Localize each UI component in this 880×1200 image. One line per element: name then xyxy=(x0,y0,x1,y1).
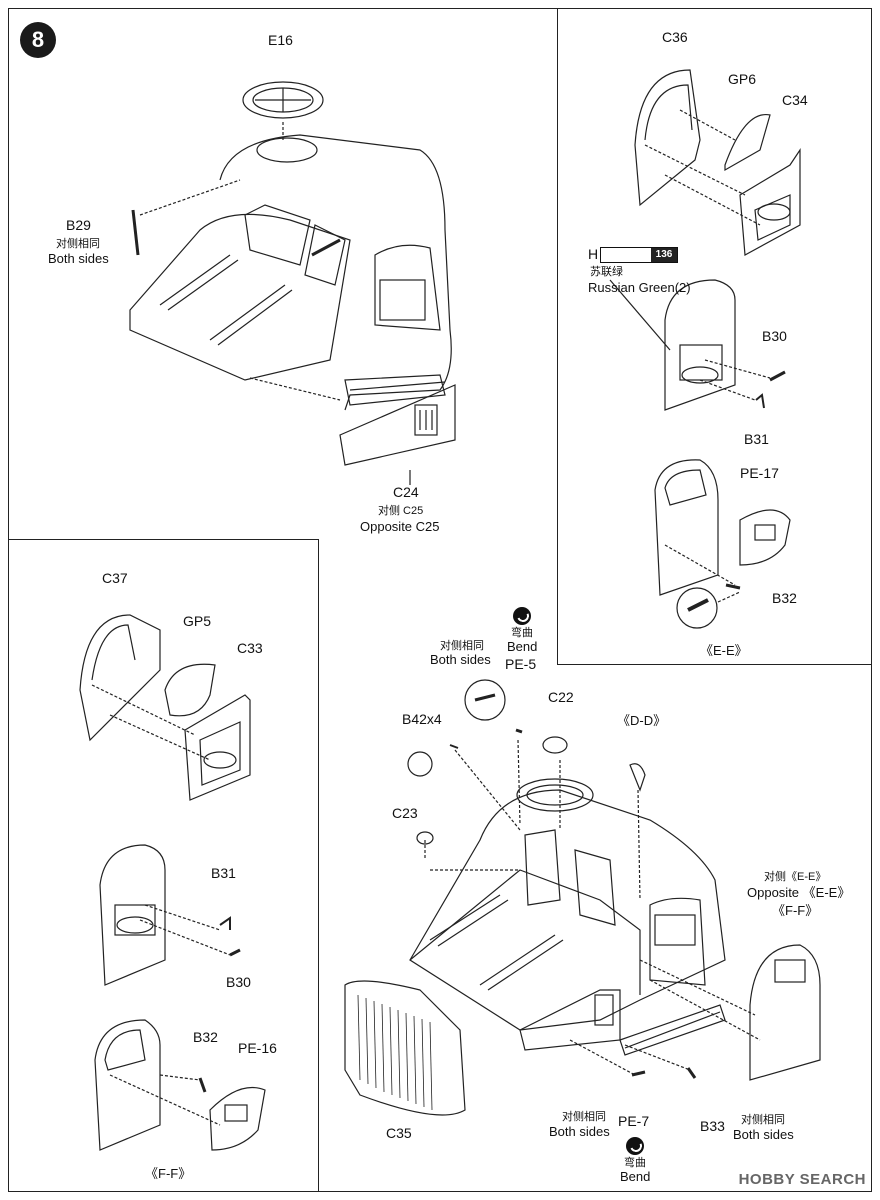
label-c37: C37 xyxy=(102,570,128,586)
label-paint-prefix: H xyxy=(588,246,599,262)
label-c22: C22 xyxy=(548,689,574,705)
label-pe17: PE-17 xyxy=(740,465,779,481)
step-number-badge: 8 xyxy=(20,22,56,58)
label-ff-caption: 《F-F》 xyxy=(145,1166,192,1181)
watermark: HOBBY SEARCH xyxy=(738,1171,866,1188)
bend-icon-top xyxy=(513,607,531,625)
label-b29-en: Both sides xyxy=(48,251,109,266)
label-b42: B42x4 xyxy=(402,711,442,727)
label-c34: C34 xyxy=(782,92,808,108)
label-gp5: GP5 xyxy=(183,613,212,629)
paint-code-swatch: 136 xyxy=(651,248,677,262)
label-pe5: PE-5 xyxy=(505,656,537,672)
label-b31-ee: B31 xyxy=(744,431,769,447)
label-gp6: GP6 xyxy=(728,71,757,87)
label-b32-ff: B32 xyxy=(193,1029,218,1045)
label-c24-en: Opposite C25 xyxy=(360,519,440,534)
label-b30-ee: B30 xyxy=(762,328,787,344)
label-pe16: PE-16 xyxy=(238,1040,277,1056)
label-pe7-cn: 对侧相同 xyxy=(562,1111,606,1123)
label-ee-caption: 《E-E》 xyxy=(700,643,748,658)
label-b31-ff: B31 xyxy=(211,865,236,881)
label-c35: C35 xyxy=(386,1125,412,1141)
bend-icon-bottom xyxy=(626,1137,644,1155)
ee-panel xyxy=(557,8,872,665)
label-b33-en: Both sides xyxy=(733,1127,794,1142)
label-c24: C24 xyxy=(393,484,419,500)
label-opp-ee-en: Opposite 《E-E》 xyxy=(747,885,851,900)
label-b32-ee: B32 xyxy=(772,590,797,606)
label-c23: C23 xyxy=(392,805,418,821)
ff-panel xyxy=(8,539,319,1192)
label-e16: E16 xyxy=(268,32,293,48)
label-c36: C36 xyxy=(662,29,688,45)
label-c24-cn: 对侧 C25 xyxy=(378,505,424,517)
label-pe5-en: Both sides xyxy=(430,652,491,667)
label-bend-cn-bottom: 弯曲 xyxy=(624,1157,646,1169)
label-pe7-en: Both sides xyxy=(549,1124,610,1139)
label-c33: C33 xyxy=(237,640,263,656)
label-pe7: PE-7 xyxy=(618,1113,650,1129)
label-bend-en-top: Bend xyxy=(507,639,538,654)
paint-color-box: 136 xyxy=(600,247,678,263)
label-dd-caption: 《D-D》 xyxy=(617,713,667,728)
label-b33-cn: 对侧相同 xyxy=(741,1114,785,1126)
label-bend-cn-top: 弯曲 xyxy=(511,627,533,639)
label-b30-ff: B30 xyxy=(226,974,251,990)
label-bend-en-bottom: Bend xyxy=(620,1169,651,1184)
label-b33: B33 xyxy=(700,1118,725,1134)
label-paint-cn: 苏联绿 xyxy=(590,266,623,278)
label-pe5-cn: 对侧相同 xyxy=(440,640,484,652)
label-b29-cn: 对侧相同 xyxy=(56,238,100,250)
label-ff-right: 《F-F》 xyxy=(772,903,819,918)
label-opp-ee-cn: 对侧《E-E》 xyxy=(764,871,827,883)
label-paint-en: Russian Green(2) xyxy=(588,280,691,295)
label-b29: B29 xyxy=(66,217,91,233)
